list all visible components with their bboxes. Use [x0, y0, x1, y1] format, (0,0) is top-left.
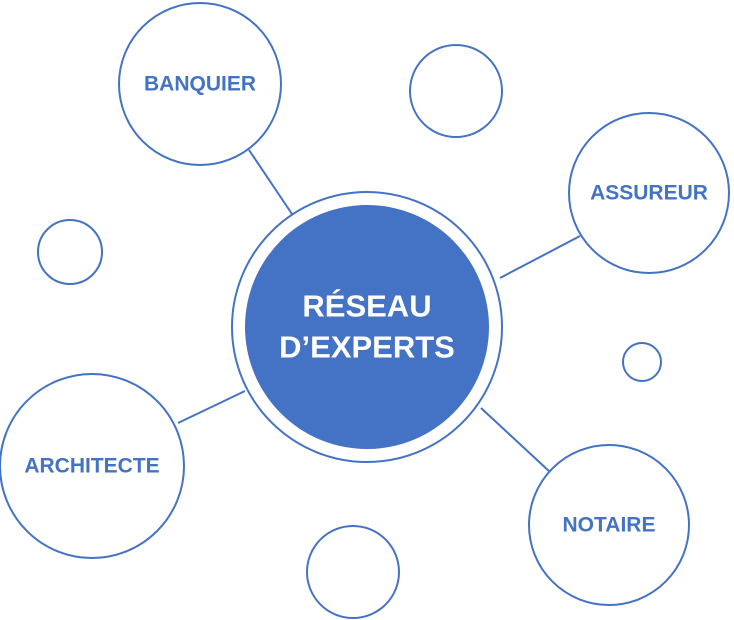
decorative-bubble-left	[37, 219, 103, 285]
decorative-bubble-bottom	[306, 525, 400, 619]
decorative-bubble-top	[409, 44, 503, 138]
node-banquier-label: BANQUIER	[144, 73, 256, 96]
center-node: RÉSEAU D’EXPERTS	[231, 191, 503, 463]
center-title-line1: RÉSEAU	[302, 289, 431, 324]
center-title-line2: D’EXPERTS	[279, 330, 455, 365]
node-assureur: ASSUREUR	[568, 112, 730, 274]
node-notaire-circle	[528, 444, 690, 606]
node-banquier-circle	[118, 2, 282, 166]
node-assureur-label: ASSUREUR	[590, 182, 708, 205]
connector-banquier	[248, 149, 293, 215]
node-banquier: BANQUIER	[118, 2, 282, 166]
decorative-bubble-right	[622, 342, 662, 382]
node-assureur-circle	[568, 112, 730, 274]
node-architecte-label: ARCHITECTE	[24, 455, 159, 478]
node-notaire: NOTAIRE	[528, 444, 690, 606]
center-node-fill	[245, 205, 489, 449]
node-notaire-label: NOTAIRE	[563, 514, 656, 537]
connector-notaire	[480, 407, 551, 473]
connector-assureur	[499, 235, 581, 279]
node-architecte-circle	[0, 373, 185, 559]
connector-architecte	[177, 390, 246, 424]
node-architecte: ARCHITECTE	[0, 373, 185, 559]
